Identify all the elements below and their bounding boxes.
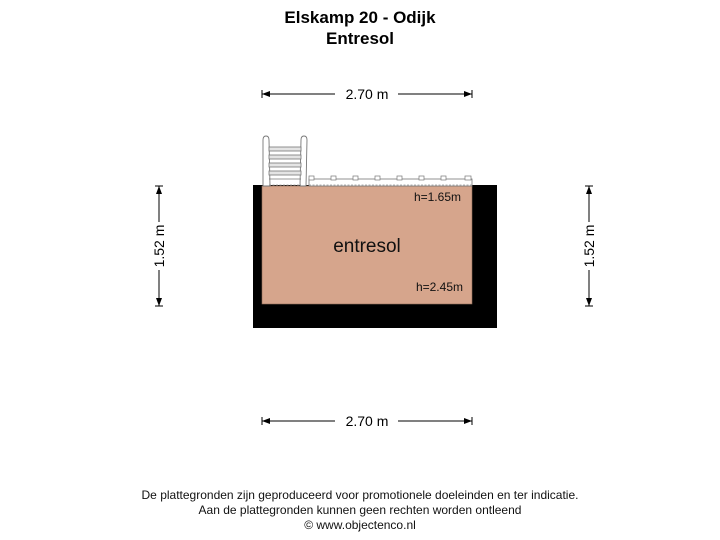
height-top-label: h=1.65m <box>414 190 461 204</box>
height-bottom-label: h=2.45m <box>416 280 463 294</box>
dimension-top: 2.70 m <box>261 86 473 102</box>
room-label: entresol <box>333 236 401 257</box>
disclaimer-line-1: De plattegronden zijn geproduceerd voor … <box>141 488 579 502</box>
page-title: Elskamp 20 - Odijk <box>284 8 436 27</box>
dimension-bottom: 2.70 m <box>261 413 473 429</box>
disclaimer-line-2: Aan de plattegronden kunnen geen rechten… <box>198 503 522 517</box>
dimension-left-label: 1.52 m <box>151 225 167 268</box>
dimension-right: 1.52 m <box>581 185 597 307</box>
copyright-link[interactable]: © www.objectenco.nl <box>304 518 416 532</box>
ladder-icon <box>262 135 308 187</box>
room-entresol[interactable] <box>261 185 473 305</box>
floor-name: Entresol <box>325 29 395 48</box>
dimension-left: 1.52 m <box>151 185 167 307</box>
dimension-right-label: 1.52 m <box>581 225 597 268</box>
railing-icon <box>308 175 473 187</box>
dimension-top-label: 2.70 m <box>346 86 389 102</box>
dimension-bottom-label: 2.70 m <box>346 413 389 429</box>
